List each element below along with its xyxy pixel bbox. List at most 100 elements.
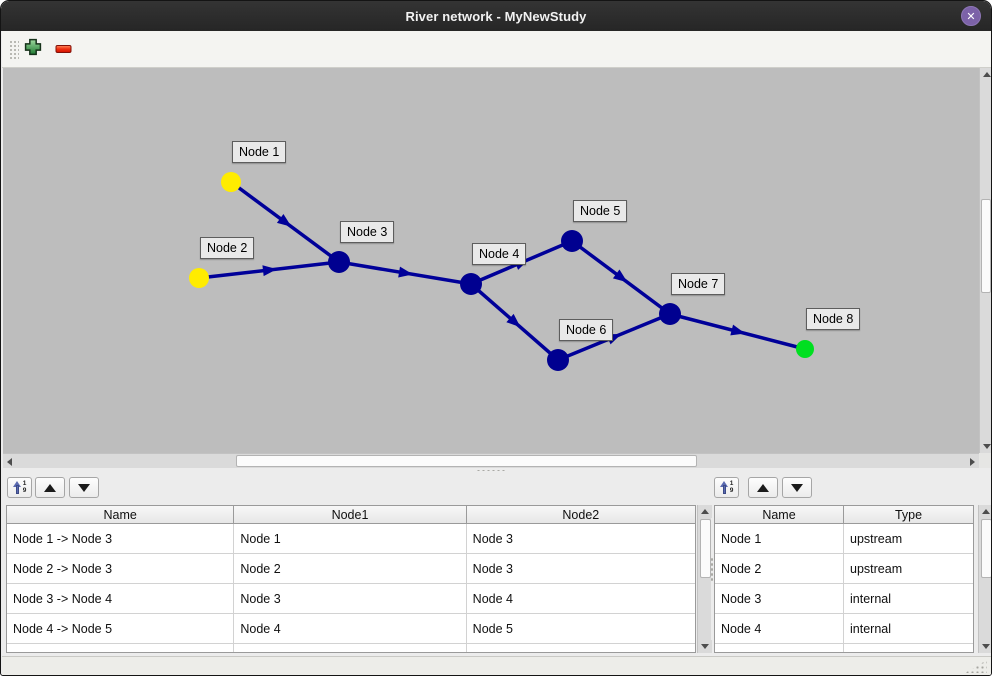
table-cell[interactable]: Node 1 -> Node 3	[7, 524, 235, 554]
network-canvas[interactable]: Node 1 Node 2 Node 3 Node 4 Node 5 Node 6 Node…	[3, 68, 979, 453]
vertical-splitter-grip-icon[interactable]	[710, 557, 714, 583]
scroll-down-button[interactable]	[698, 640, 712, 653]
table-cell[interactable]: Node 4 -> Node 5	[7, 614, 235, 644]
node-label[interactable]: Node 2	[200, 237, 255, 259]
table-cell[interactable]	[467, 644, 695, 652]
scrollbar-thumb[interactable]	[980, 519, 991, 578]
down-arrow-icon	[701, 644, 709, 649]
network-node[interactable]	[221, 172, 241, 192]
canvas-vertical-scrollbar[interactable]	[979, 68, 991, 453]
table-cell[interactable]: Node 2 -> Node 3	[7, 554, 235, 584]
table-cell[interactable]: Node 2	[234, 554, 467, 584]
table-cell[interactable]: Node 2	[715, 554, 844, 584]
table-cell[interactable]: Node 3	[234, 584, 467, 614]
table-cell[interactable]: Node 1	[715, 524, 844, 554]
horizontal-splitter[interactable]	[3, 468, 979, 472]
table-cell[interactable]	[7, 644, 235, 652]
network-node[interactable]	[189, 268, 209, 288]
resize-grip-icon[interactable]	[965, 660, 987, 673]
title-bar[interactable]: River network - MyNewStudy ✕	[1, 1, 991, 31]
table-cell[interactable]: Node 3	[466, 524, 695, 554]
table-cell[interactable]: Node 3 -> Node 4	[7, 584, 235, 614]
table-cell[interactable]	[715, 644, 844, 652]
node-label[interactable]: Node 4	[472, 243, 527, 265]
table-row[interactable]	[7, 644, 695, 652]
network-node[interactable]	[796, 340, 814, 358]
minus-icon	[55, 41, 72, 59]
move-up-icon	[757, 483, 769, 492]
scrollbar-thumb[interactable]	[236, 455, 697, 467]
up-arrow-icon	[701, 509, 709, 514]
scroll-down-button[interactable]	[979, 640, 991, 653]
network-node[interactable]	[561, 230, 583, 252]
sort-ascending-icon: 1 9	[12, 480, 26, 494]
table-cell[interactable]: upstream	[844, 524, 973, 554]
splitter-grip-icon	[476, 469, 506, 472]
down-arrow-icon	[982, 444, 991, 449]
column-header[interactable]: Type	[894, 507, 923, 522]
branches-move-up-button[interactable]	[35, 477, 65, 498]
network-node[interactable]	[328, 251, 350, 273]
table-cell[interactable]: Node 3	[715, 584, 844, 614]
nodes-move-down-button[interactable]	[782, 477, 812, 498]
branches-sort-button[interactable]: 1 9	[7, 477, 32, 498]
scroll-up-button[interactable]	[698, 505, 712, 518]
column-header[interactable]: Node2	[562, 507, 600, 522]
nodes-table-scrollbar[interactable]	[978, 505, 991, 653]
close-button[interactable]: ✕	[961, 6, 981, 26]
down-arrow-icon	[982, 644, 990, 649]
scroll-down-button[interactable]	[980, 440, 991, 453]
node-label[interactable]: Node 6	[559, 319, 614, 341]
table-cell[interactable]: internal	[844, 614, 973, 644]
column-header[interactable]: Name	[7, 506, 235, 523]
main-toolbar	[2, 31, 991, 68]
node-label[interactable]: Node 5	[573, 200, 628, 222]
table-cell[interactable]	[844, 644, 973, 652]
table-cell[interactable]: Node 4	[234, 614, 467, 644]
nodes-move-up-button[interactable]	[748, 477, 778, 498]
add-button[interactable]	[23, 38, 42, 61]
scrollbar-thumb[interactable]	[981, 199, 991, 293]
node-label[interactable]: Node 1	[232, 141, 287, 163]
table-cell[interactable]: Node 5	[466, 614, 695, 644]
scrollbar-corner	[979, 453, 991, 468]
sort-digit-top: 1	[729, 480, 734, 487]
scroll-right-button[interactable]	[966, 454, 979, 469]
sort-ascending-icon: 1 9	[719, 480, 734, 494]
column-header[interactable]: Node1	[234, 506, 467, 523]
branches-table-scrollbar[interactable]	[697, 505, 712, 653]
table-cell[interactable]: Node 4	[466, 584, 695, 614]
network-node[interactable]	[547, 349, 569, 371]
scrollbar-thumb[interactable]	[699, 519, 711, 578]
scroll-up-button[interactable]	[980, 68, 991, 81]
table-cell[interactable]: internal	[844, 584, 973, 614]
nodes-sort-button[interactable]: 1 9	[714, 477, 739, 498]
table-cell[interactable]: Node 3	[466, 554, 695, 584]
node-label[interactable]: Node 3	[340, 221, 395, 243]
remove-button[interactable]	[54, 40, 73, 59]
network-node[interactable]	[659, 303, 681, 325]
network-node[interactable]	[460, 273, 482, 295]
table-cell[interactable]: Node 1	[234, 524, 467, 554]
branches-move-down-button[interactable]	[69, 477, 99, 498]
toolbar-drag-handle[interactable]	[8, 39, 19, 61]
table-row[interactable]	[715, 644, 973, 652]
canvas-horizontal-scrollbar[interactable]	[3, 453, 979, 469]
node-label[interactable]: Node 7	[671, 273, 726, 295]
column-header[interactable]: Name	[715, 506, 844, 523]
plus-icon	[24, 38, 42, 61]
table-cell[interactable]: Node 4	[715, 614, 844, 644]
node-label[interactable]: Node 8	[806, 308, 861, 330]
scroll-up-button[interactable]	[979, 505, 991, 518]
scroll-left-button[interactable]	[3, 454, 16, 469]
table-cell[interactable]	[234, 644, 467, 652]
table-cell[interactable]: upstream	[844, 554, 973, 584]
